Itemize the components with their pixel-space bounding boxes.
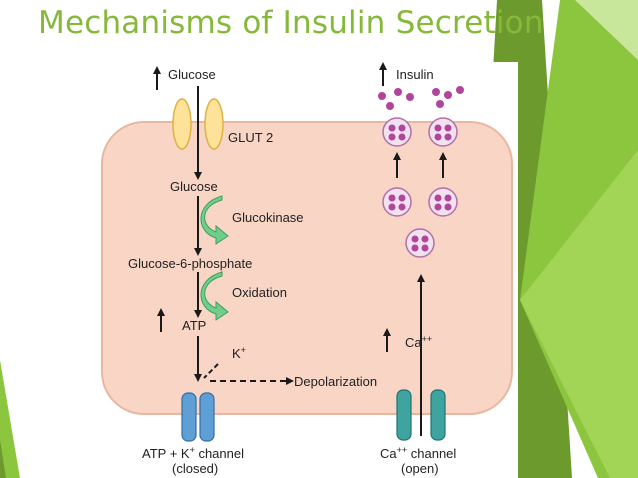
label-ca-channel-sup: ++: [397, 445, 408, 455]
label-glucose-inside: Glucose: [170, 179, 218, 194]
insulin-granule: [428, 117, 458, 147]
deco-shape-4: [575, 0, 638, 60]
label-depolarization: Depolarization: [294, 374, 377, 389]
released-insulin-left: [378, 88, 414, 110]
deco-shape-5: [0, 360, 20, 478]
label-glucose-6-phosphate: Glucose-6-phosphate: [128, 256, 252, 271]
label-oxidation: Oxidation: [232, 285, 287, 300]
glut2-transporter: [172, 98, 224, 150]
label-k: K: [232, 346, 241, 361]
label-glucokinase: Glucokinase: [232, 210, 304, 225]
insulin-secretion-diagram: Glucose GLUT 2 Glucose Glucokinase Gluco…: [95, 62, 518, 478]
label-ca-ion: Ca++: [405, 334, 432, 350]
label-insulin: Insulin: [396, 67, 434, 82]
label-atp-k-channel-a: ATP + K: [142, 446, 190, 461]
insulin-granule: [405, 228, 435, 258]
label-atp-k-channel-sup: +: [190, 445, 195, 455]
label-atp-k-channel-b: channel: [195, 446, 244, 461]
label-glut2: GLUT 2: [228, 130, 273, 145]
deco-shape-6: [0, 440, 6, 478]
atp-k-channel-left: [181, 392, 197, 442]
label-ca-channel-state: (open): [401, 461, 439, 476]
diagram-svg: Glucose GLUT 2 Glucose Glucokinase Gluco…: [101, 62, 513, 476]
label-ca-channel: Ca++ channel: [380, 445, 456, 461]
k-efflux-dashed: [203, 363, 219, 379]
ca-channel-right: [430, 389, 446, 441]
ca-channel: [396, 389, 446, 441]
label-k-sup: +: [241, 345, 246, 355]
insulin-granule: [428, 187, 458, 217]
label-atp: ATP: [182, 318, 206, 333]
label-ca-channel-a: Ca: [380, 446, 397, 461]
slide-title: Mechanisms of Insulin Secretion: [38, 5, 544, 41]
atp-k-channel: [181, 392, 215, 442]
atp-k-channel-right: [199, 392, 215, 442]
insulin-granule: [382, 187, 412, 217]
label-glucose-outside: Glucose: [168, 67, 216, 82]
glut2-right-lobe: [204, 98, 224, 150]
label-atp-k-channel-state: (closed): [172, 461, 218, 476]
deco-shape-3: [520, 150, 638, 478]
released-insulin-right: [432, 86, 464, 108]
ca-channel-left: [396, 389, 412, 441]
glut2-left-lobe: [172, 98, 192, 150]
oxidation-arrow: [200, 271, 229, 321]
glucokinase-arrow: [200, 195, 229, 245]
label-ca-channel-b: channel: [407, 446, 456, 461]
label-atp-k-channel: ATP + K+ channel: [142, 445, 244, 461]
label-ca: Ca: [405, 335, 422, 350]
label-ca-sup: ++: [422, 334, 433, 344]
label-k-ion: K+: [232, 345, 246, 361]
insulin-granule: [382, 117, 412, 147]
